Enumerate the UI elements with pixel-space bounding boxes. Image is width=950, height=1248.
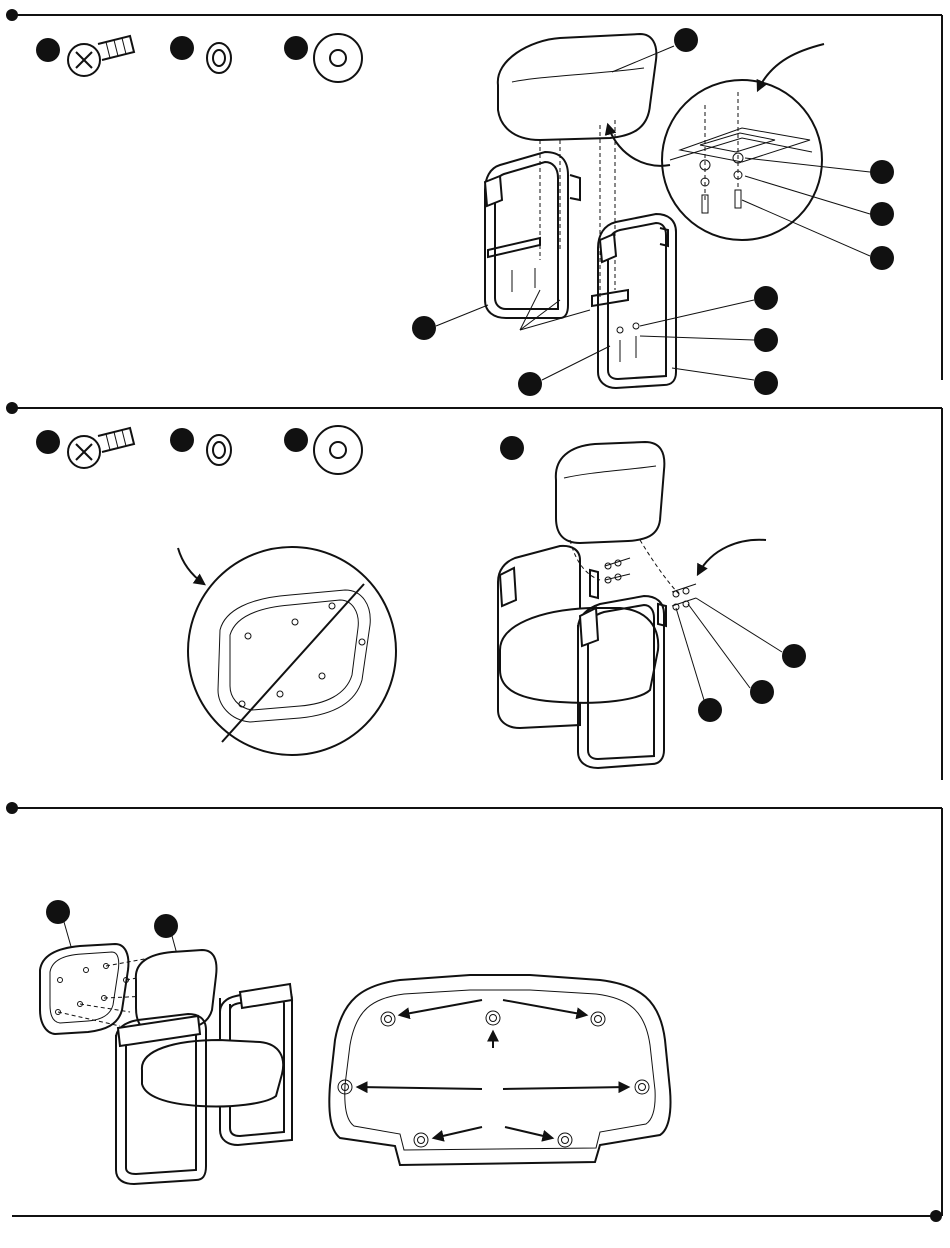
back-panel-peg-layout [329, 975, 670, 1165]
step-3-bullet [6, 802, 18, 814]
part-callout-bubble [170, 36, 194, 60]
assembled-chair [116, 914, 292, 1184]
part-callout-bubble [284, 36, 308, 60]
flat-washer-icon [314, 34, 362, 82]
screw-icon [68, 428, 134, 468]
bottom-bullet [930, 1210, 942, 1222]
alignment-lines [540, 120, 615, 300]
flat-washer-icon [314, 426, 362, 474]
part-callout-bubble [36, 38, 60, 62]
lock-washer-icon [207, 43, 231, 73]
step-2-bullet [6, 402, 18, 414]
part-callout-bubble [284, 428, 308, 452]
screw-icon [68, 36, 134, 76]
step-1-section [6, 9, 942, 396]
step-1-bullet [6, 9, 18, 21]
right-arm-frame [520, 214, 676, 388]
step-3-section [6, 802, 942, 1216]
prohibited-back-panel-magnifier [178, 547, 396, 755]
lock-washer-icon [207, 435, 231, 465]
step-1-callouts [412, 286, 778, 396]
step-2-section [6, 402, 942, 780]
seat-cushion [498, 28, 698, 140]
step-1-parts-row [36, 34, 362, 82]
step-2-parts-row [36, 426, 362, 474]
part-callout-bubble [36, 430, 60, 454]
part-callout-bubble [170, 428, 194, 452]
left-arm-frame [485, 152, 580, 318]
seat-callout-bubble [674, 28, 698, 52]
chair-with-backrest [498, 436, 806, 768]
